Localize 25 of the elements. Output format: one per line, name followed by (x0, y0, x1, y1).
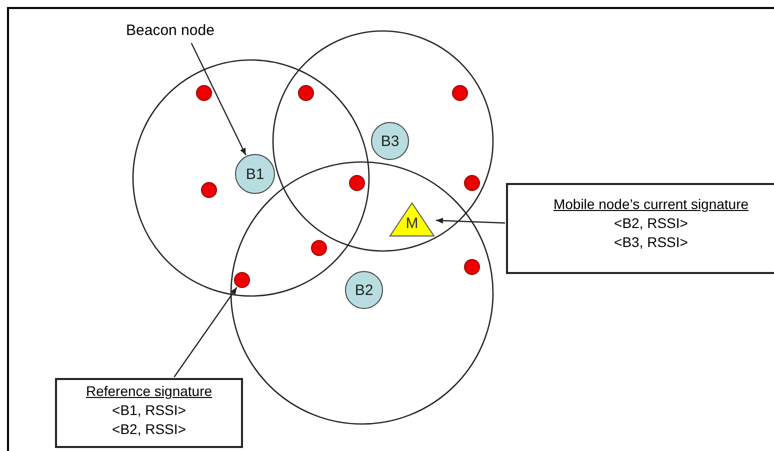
leader-arrow (190, 42, 246, 156)
reference-point (298, 85, 314, 101)
reference-point (464, 175, 480, 191)
beacon-node: B1 (235, 154, 275, 194)
beacon-node: B3 (371, 122, 409, 160)
signature-box (506, 183, 774, 274)
leader-arrow (436, 218, 506, 224)
reference-point (196, 85, 212, 101)
beacon-node: B2 (345, 271, 383, 309)
reference-point (234, 272, 250, 288)
reference-point (349, 175, 365, 191)
signature-entry: <B1, RSSI> (111, 401, 187, 420)
reference-point (464, 259, 480, 275)
signature-heading: Mobile node’s current signature (552, 195, 750, 214)
reference-point (452, 85, 468, 101)
signature-entry: <B2, RSSI> (111, 420, 187, 439)
signature-heading: Reference signature (84, 382, 214, 401)
signature-entry: <B3, RSSI> (613, 233, 689, 252)
signature-box (55, 378, 243, 448)
reference-point (311, 240, 327, 256)
mobile-node: M (389, 202, 435, 237)
callout-label: Beacon node (126, 22, 246, 39)
leader-arrow (174, 287, 238, 378)
reference-point (201, 182, 217, 198)
signature-entry: <B2, RSSI> (613, 214, 689, 233)
